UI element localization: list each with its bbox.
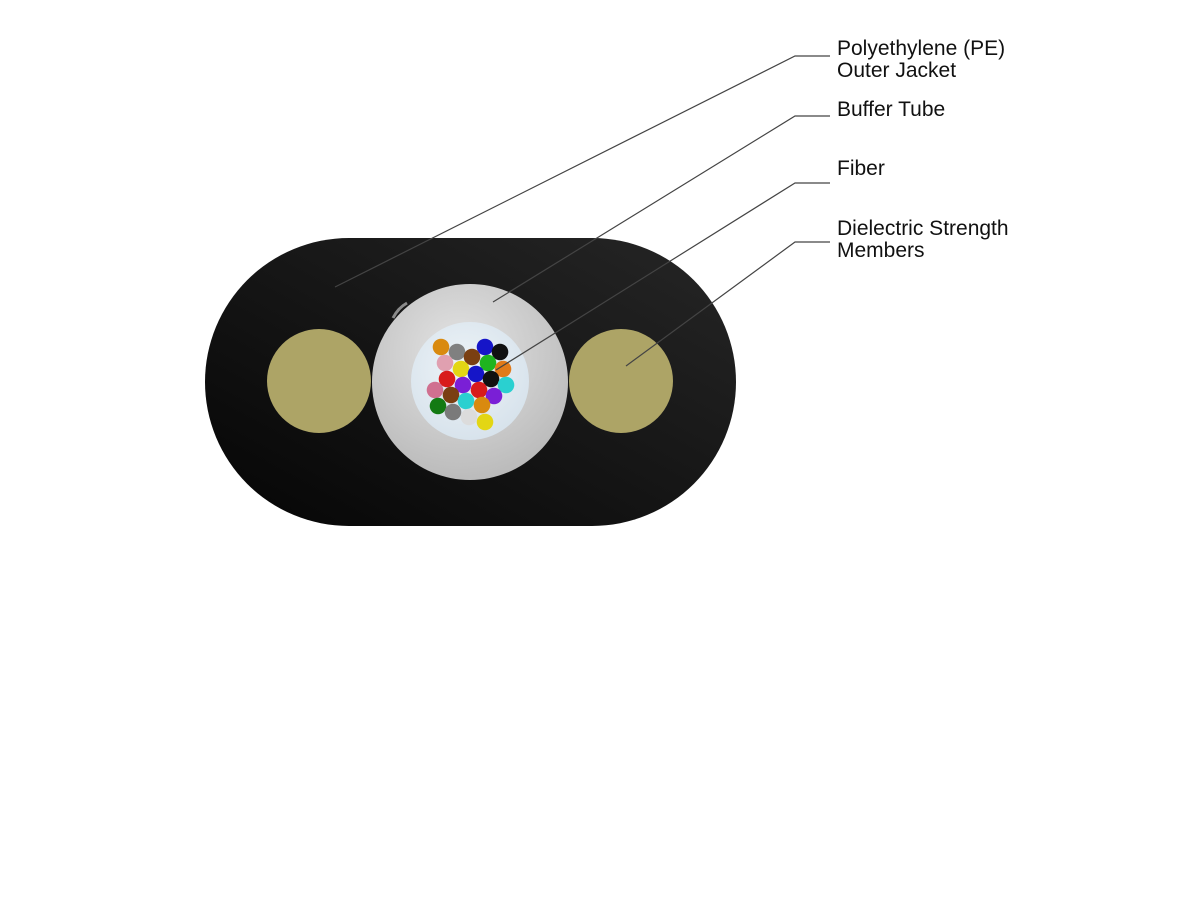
- fiber-15: [470, 381, 488, 399]
- label-buffer-tube: Buffer Tube: [837, 99, 945, 121]
- leader-line-buffer-tube: [492, 115, 830, 303]
- fiber-6: [463, 348, 481, 366]
- buffer-tube-ripcord-mark: [391, 301, 408, 319]
- fiber-20: [429, 397, 447, 415]
- fiber-24: [473, 396, 491, 414]
- fiber-3: [476, 338, 494, 356]
- fiber-2: [448, 343, 466, 361]
- label-fiber: Fiber: [837, 158, 885, 180]
- label-strength-members-line1: Dielectric Strength: [837, 217, 1009, 240]
- fiber-17: [442, 386, 460, 404]
- fiber-14: [454, 376, 472, 394]
- label-strength-members: Dielectric Strength Members: [837, 218, 1009, 262]
- label-fiber-text: Fiber: [837, 157, 885, 180]
- fiber-23: [476, 413, 494, 431]
- leader-line-jacket: [334, 55, 830, 288]
- label-outer-jacket-line2: Outer Jacket: [837, 59, 957, 82]
- fiber-5: [436, 354, 454, 372]
- fiber-11: [467, 365, 485, 383]
- fiber-22: [460, 408, 478, 426]
- fiber-9: [438, 370, 456, 388]
- fiber-21: [444, 403, 462, 421]
- label-buffer-tube-text: Buffer Tube: [837, 98, 946, 121]
- label-outer-jacket: Polyethylene (PE) Outer Jacket: [837, 38, 1005, 82]
- fiber-7: [479, 354, 497, 372]
- fiber-1: [432, 338, 450, 356]
- strength-member-left: [267, 329, 371, 433]
- label-outer-jacket-line1: Polyethylene (PE): [837, 37, 1006, 60]
- fiber-bundle: [426, 338, 515, 431]
- leader-line-strength-members: [625, 241, 830, 367]
- fiber-19: [485, 387, 503, 405]
- fiber-4: [491, 343, 509, 361]
- fiber-10: [452, 360, 470, 378]
- fiber-8: [494, 360, 512, 378]
- strength-member-right: [569, 329, 673, 433]
- leader-line-fiber: [495, 182, 830, 371]
- fiber-13: [426, 381, 444, 399]
- label-strength-members-line2: Members: [837, 239, 925, 262]
- fiber-12: [482, 370, 500, 388]
- fiber-18: [457, 392, 475, 410]
- fiber-16: [497, 376, 515, 394]
